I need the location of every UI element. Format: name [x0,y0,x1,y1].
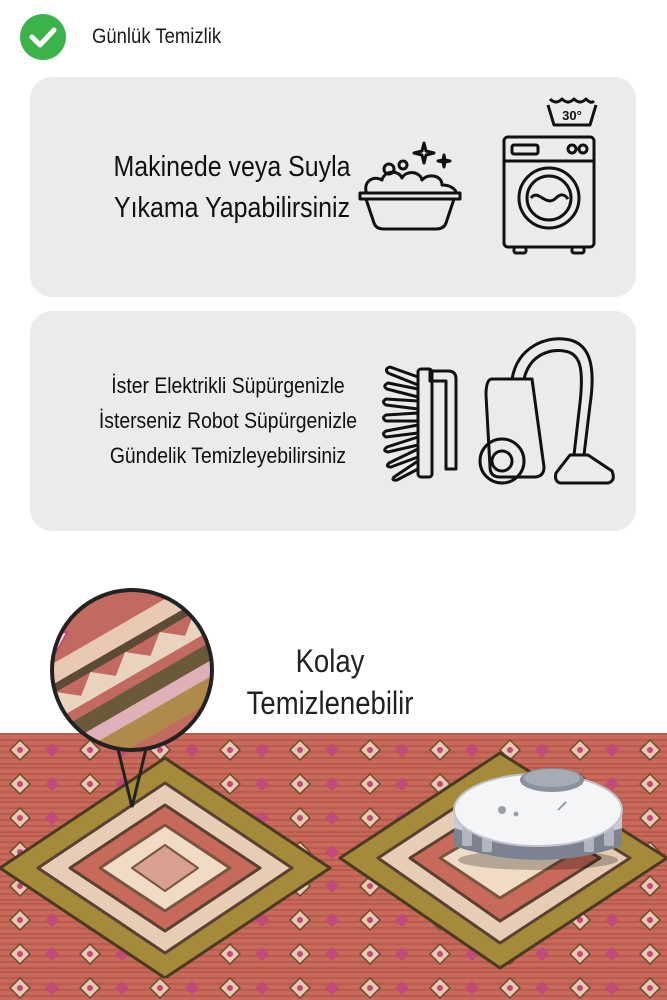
vacuum-cleaner-icon [478,337,615,485]
easy-clean-caption: Kolay Temizlenebilir [230,640,430,724]
header-label: Günlük Temizlik [92,25,222,48]
washing-machine-icon: 30° [502,97,598,255]
robot-vacuum-image [453,768,623,870]
brush-icon [382,365,458,482]
wash-info-text: Makinede veya Suyla Yıkama Yapabilirsini… [42,147,422,229]
header: Günlük Temizlik [20,14,239,60]
wash-info-line: Yıkama Yapabilirsiniz [113,192,351,224]
zoom-detail-callout [50,588,214,808]
easy-clean-line: Kolay [295,643,365,679]
vacuum-info-text: İster Elektrikli Süpürgenizle İsterseniz… [38,368,418,473]
wash-info-line: Makinede veya Suyla [113,151,351,183]
wash-temperature: 30° [562,108,582,123]
check-circle-icon [20,14,66,60]
vacuum-info-line: İster Elektrikli Süpürgenizle [111,373,345,398]
vacuum-info-line: İsterseniz Robot Süpürgenizle [98,408,358,433]
vacuum-info-line: Gündelik Temizleyebilirsiniz [109,443,347,468]
easy-clean-line: Temizlenebilir [246,685,414,721]
vacuum-info-card: İster Elektrikli Süpürgenizle İsterseniz… [30,311,636,531]
wash-basin-icon [358,141,462,231]
carpet-image [0,733,667,1000]
wash-info-card: Makinede veya Suyla Yıkama Yapabilirsini… [30,77,636,297]
